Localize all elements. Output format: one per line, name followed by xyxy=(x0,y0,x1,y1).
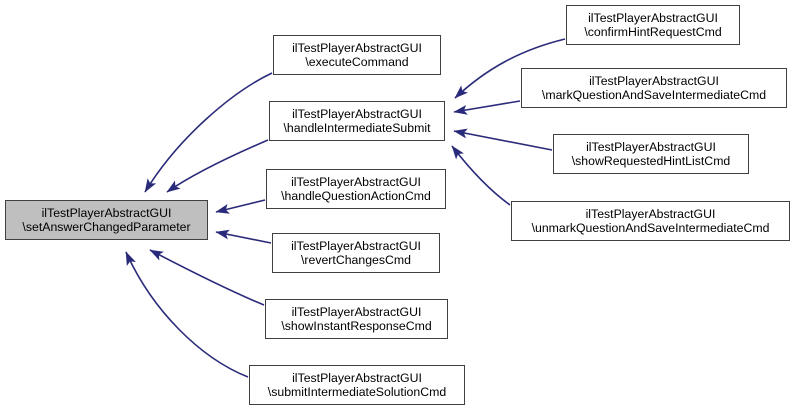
node-member-label: \setAnswerChangedParameter xyxy=(22,220,191,234)
edge-handleQuestionActionCmd-to-setAnswerChangedParameter xyxy=(215,199,266,214)
node-handleIntermediateSubmit[interactable]: ilTestPlayerAbstractGUI \handleIntermedi… xyxy=(269,101,445,141)
edge-executeCommand-to-setAnswerChangedParameter xyxy=(144,72,273,193)
node-revertChangesCmd[interactable]: ilTestPlayerAbstractGUI \revertChangesCm… xyxy=(272,233,440,273)
node-member-label: \confirmHintRequestCmd xyxy=(584,25,722,39)
edge-revertChangesCmd-to-setAnswerChangedParameter xyxy=(215,229,272,244)
node-member-label: \handleQuestionActionCmd xyxy=(281,189,431,203)
edge-submitIntermediateSolutionCmd-to-setAnswerChangedParameter xyxy=(125,251,249,378)
node-confirmHintRequestCmd[interactable]: ilTestPlayerAbstractGUI \confirmHintRequ… xyxy=(566,5,740,45)
node-class-label: ilTestPlayerAbstractGUI xyxy=(291,238,421,253)
edge-handleIntermediateSubmit-to-setAnswerChangedParameter xyxy=(166,139,269,193)
node-member-label: \executeCommand xyxy=(305,55,409,69)
node-markQuestionAndSaveIntermediateCmd[interactable]: ilTestPlayerAbstractGUI \markQuestionAnd… xyxy=(521,68,787,108)
edge-showRequestedHintListCmd-to-handleIntermediateSubmit xyxy=(453,128,553,151)
node-setAnswerChangedParameter[interactable]: ilTestPlayerAbstractGUI \setAnswerChange… xyxy=(5,200,208,240)
node-class-label: ilTestPlayerAbstractGUI xyxy=(585,206,716,221)
node-submitIntermediateSolutionCmd[interactable]: ilTestPlayerAbstractGUI \submitIntermedi… xyxy=(249,365,465,405)
node-member-label: \showInstantResponseCmd xyxy=(281,319,432,333)
edge-confirmHintRequestCmd-to-handleIntermediateSubmit xyxy=(454,38,566,99)
node-class-label: ilTestPlayerAbstractGUI xyxy=(292,370,422,385)
node-class-label: ilTestPlayerAbstractGUI xyxy=(588,10,718,25)
node-class-label: ilTestPlayerAbstractGUI xyxy=(586,139,716,154)
node-class-label: ilTestPlayerAbstractGUI xyxy=(292,106,422,121)
node-member-label: \handleIntermediateSubmit xyxy=(283,121,431,135)
node-member-label: \submitIntermediateSolutionCmd xyxy=(267,385,447,399)
node-member-label: \showRequestedHintListCmd xyxy=(571,154,731,168)
node-class-label: ilTestPlayerAbstractGUI xyxy=(41,205,172,220)
node-class-label: ilTestPlayerAbstractGUI xyxy=(589,73,719,88)
node-member-label: \markQuestionAndSaveIntermediateCmd xyxy=(541,88,767,102)
node-showRequestedHintListCmd[interactable]: ilTestPlayerAbstractGUI \showRequestedHi… xyxy=(553,134,749,174)
node-unmarkQuestionAndSaveIntermediateCmd[interactable]: ilTestPlayerAbstractGUI \unmarkQuestionA… xyxy=(511,201,790,241)
node-showInstantResponseCmd[interactable]: ilTestPlayerAbstractGUI \showInstantResp… xyxy=(265,299,448,339)
node-handleQuestionActionCmd[interactable]: ilTestPlayerAbstractGUI \handleQuestionA… xyxy=(266,169,446,209)
edge-markQuestionAndSaveIntermediateCmd-to-handleIntermediateSubmit xyxy=(453,100,521,115)
node-member-label: \revertChangesCmd xyxy=(300,253,412,267)
node-class-label: ilTestPlayerAbstractGUI xyxy=(291,304,422,319)
edge-unmarkQuestionAndSaveIntermediateCmd-to-handleIntermediateSubmit xyxy=(451,145,511,206)
node-class-label: ilTestPlayerAbstractGUI xyxy=(291,174,421,189)
edge-showInstantResponseCmd-to-setAnswerChangedParameter xyxy=(149,249,265,306)
node-executeCommand[interactable]: ilTestPlayerAbstractGUI \executeCommand xyxy=(273,35,441,75)
node-member-label: \unmarkQuestionAndSaveIntermediateCmd xyxy=(531,221,770,235)
node-class-label: ilTestPlayerAbstractGUI xyxy=(292,40,422,55)
